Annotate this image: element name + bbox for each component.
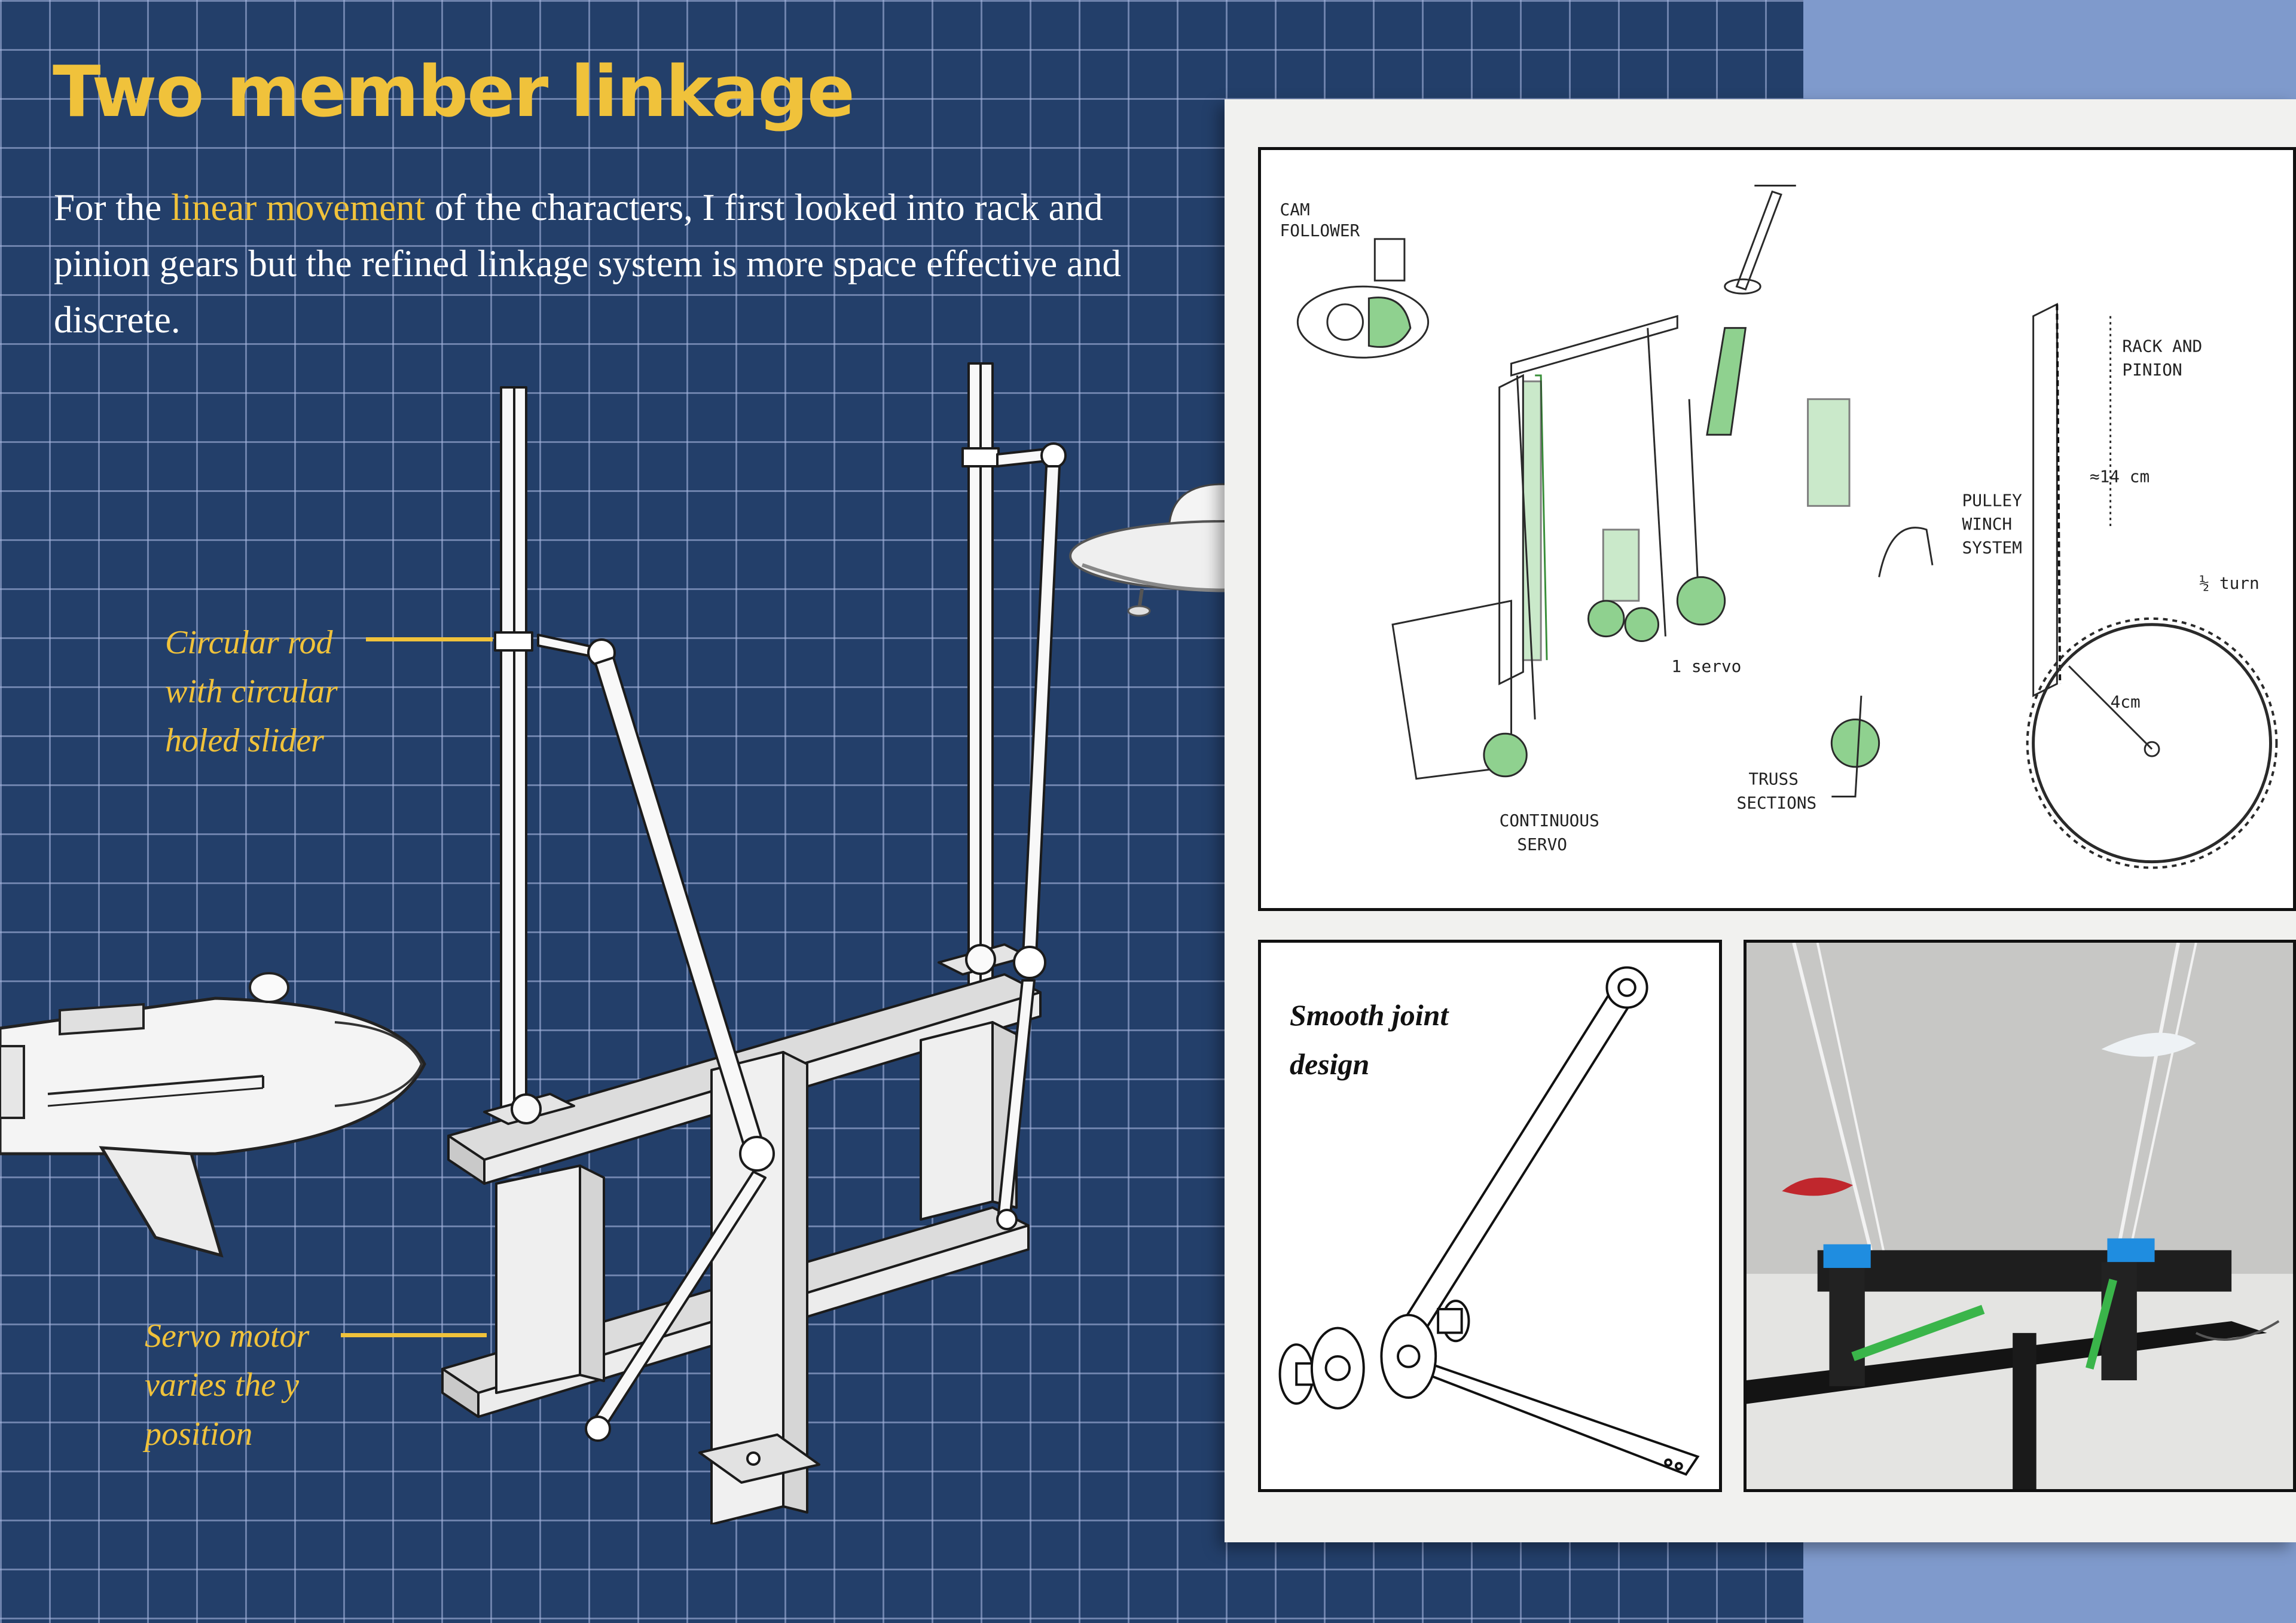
prototype-photo-frame (1744, 940, 2296, 1492)
intro-before: For the (54, 187, 171, 228)
sketch-label-pulley-3: SYSTEM (1962, 538, 2022, 558)
concept-sketches-frame: CAM FOLLOWER RACK AND PINION ≈14 cm ½ tu… (1258, 147, 2296, 911)
prototype-photo (1747, 943, 2293, 1489)
callout-servo-line-1: Servo motor (145, 1318, 310, 1355)
concept-sketches: CAM FOLLOWER RACK AND PINION ≈14 cm ½ tu… (1280, 185, 2278, 869)
sketch-label-turn: ½ turn (2199, 573, 2259, 593)
sketch-label-truss-2: SECTIONS (1737, 793, 1817, 812)
sketch-label-continuous-1: CONTINUOUS (1500, 811, 1599, 830)
callout-circular-rod: Circular rod with circular holed slider (165, 618, 338, 765)
callout-servo-line-3: position (145, 1416, 253, 1453)
intro-text: For the linear movement of the character… (54, 179, 1142, 348)
callout-rod-line-1: Circular rod (165, 624, 333, 661)
rocket-illustration (0, 972, 426, 1258)
joint-design-frame: Smooth joint design (1258, 940, 1722, 1492)
sketch-panel: CAM FOLLOWER RACK AND PINION ≈14 cm ½ tu… (1225, 99, 2296, 1542)
sketch-label-truss-1: TRUSS (1748, 769, 1799, 789)
callout-servo-line-2: varies the y (145, 1367, 300, 1404)
intro-highlight: linear movement (170, 187, 426, 228)
intro-after: of the characters, I first looked into r… (54, 187, 1121, 341)
page-title: Two member linkage (53, 50, 855, 133)
sketch-label-pulley-1: PULLEY (1962, 490, 2023, 510)
joint-caption-line-2: design (1290, 1047, 1370, 1081)
sketch-label-servo: 1 servo (1671, 656, 1741, 676)
sketch-label-cam-2: FOLLOWER (1280, 221, 1360, 240)
callout-rod-line-3: holed slider (165, 722, 324, 759)
sketch-label-continuous-2: SERVO (1517, 835, 1567, 854)
sketch-label-rack-2: PINION (2122, 360, 2182, 380)
sketch-label-pulley-2: WINCH (1962, 514, 2013, 534)
callout-rod-line-2: with circular (165, 673, 338, 710)
sketch-label-rack-1: RACK AND (2122, 336, 2202, 356)
callout-rod-leader (366, 637, 493, 641)
joint-caption-line-1: Smooth joint (1290, 998, 1449, 1032)
joint-line-drawing (1278, 966, 1700, 1476)
linkage-mechanism-model (441, 362, 1067, 1524)
callout-servo-leader (341, 1333, 487, 1337)
sketch-label-radius: 4cm (2111, 692, 2141, 712)
sketch-label-length: ≈14 cm (2090, 467, 2150, 487)
callout-servo-motor: Servo motor varies the y position (145, 1312, 309, 1459)
sketch-label-cam-1: CAM (1280, 200, 1310, 219)
joint-caption: Smooth joint design (1290, 991, 1448, 1089)
